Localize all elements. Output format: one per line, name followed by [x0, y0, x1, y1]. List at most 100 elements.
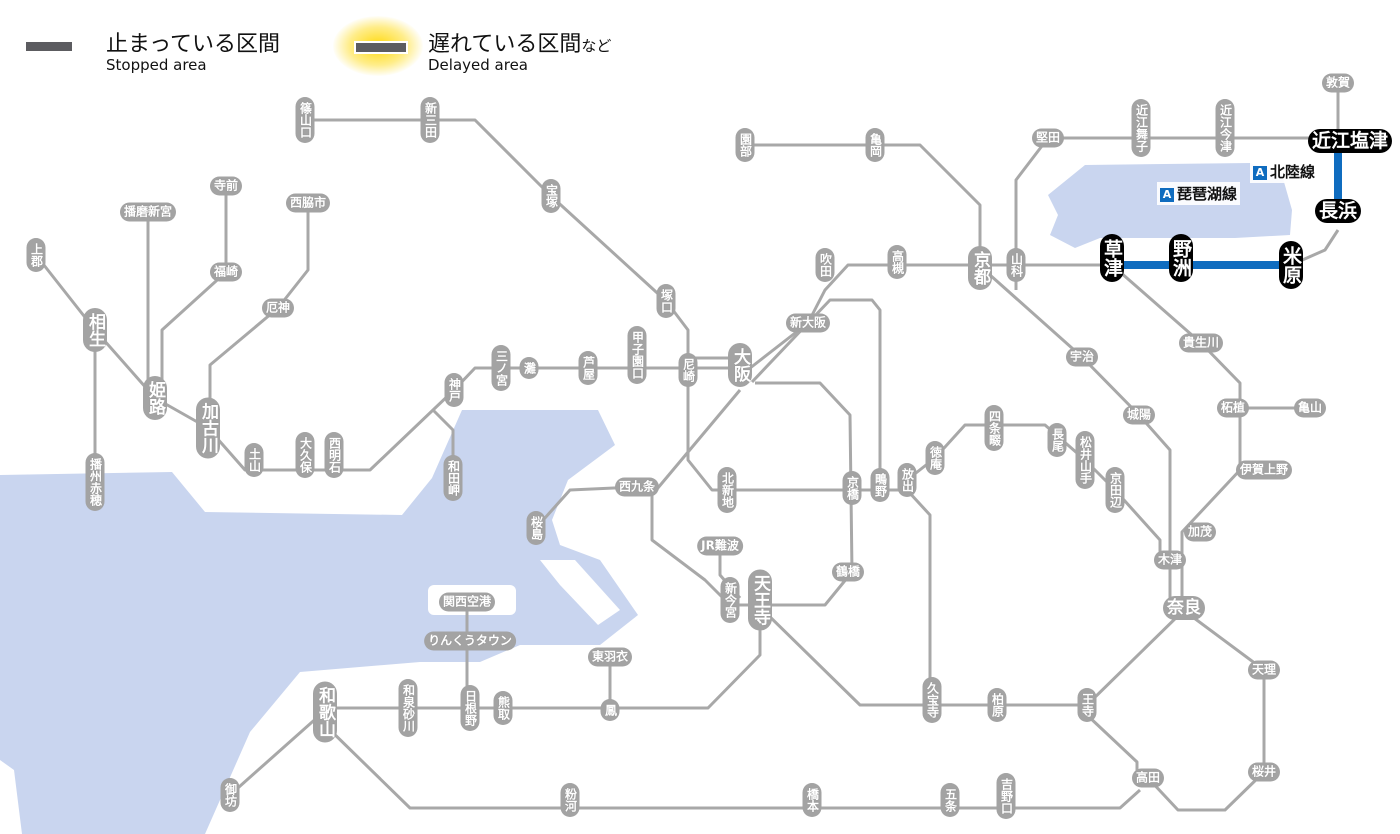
station-delayed[interactable]: 野洲 — [1169, 234, 1193, 282]
station-normal[interactable]: 塚口 — [656, 284, 676, 318]
station-normal[interactable]: 木津 — [1153, 550, 1187, 570]
station-normal[interactable]: 天理 — [1247, 660, 1281, 680]
stopped-label-jp: 止まっている区間 — [106, 32, 281, 57]
station-normal[interactable]: 貴生川 — [1178, 333, 1224, 353]
station-normal[interactable]: 熊取 — [493, 691, 513, 725]
rail-line — [534, 485, 638, 530]
station-delayed[interactable]: 米原 — [1279, 241, 1303, 289]
station-normal[interactable]: 灘 — [519, 357, 539, 379]
legend: 止まっている区間 Stopped area 遅れている区間など Delayed … — [0, 16, 700, 86]
station-normal[interactable]: 甲子園口 — [627, 326, 647, 384]
line-badge-icon: A — [1160, 188, 1174, 202]
station-normal[interactable]: 和田岬 — [443, 455, 463, 501]
station-normal[interactable]: 敦賀 — [1321, 73, 1355, 93]
station-normal[interactable]: 新大阪 — [785, 313, 831, 333]
station-normal[interactable]: 山科 — [1006, 248, 1026, 282]
station-normal[interactable]: 日根野 — [460, 685, 480, 731]
station-normal[interactable]: 京田辺 — [1105, 467, 1125, 513]
station-normal[interactable]: 東羽衣 — [587, 647, 633, 667]
station-normal[interactable]: 京都 — [968, 246, 992, 290]
station-normal[interactable]: 芦屋 — [578, 351, 598, 385]
station-normal[interactable]: 西九条 — [614, 477, 660, 497]
station-normal[interactable]: 五条 — [940, 783, 960, 817]
station-normal[interactable]: 近江今津 — [1215, 99, 1235, 157]
station-normal[interactable]: 福崎 — [209, 262, 243, 282]
rail-line — [1146, 613, 1266, 812]
station-normal[interactable]: 粉河 — [560, 783, 580, 817]
station-delayed[interactable]: 長浜 — [1314, 199, 1362, 223]
station-normal[interactable]: 寺前 — [209, 176, 243, 196]
stopped-label-en: Stopped area — [106, 56, 207, 74]
station-normal[interactable]: 姫路 — [143, 376, 167, 420]
station-normal[interactable]: 園部 — [735, 128, 755, 162]
rail-line — [323, 723, 1142, 810]
station-normal[interactable]: 尼崎 — [678, 353, 698, 387]
rail-line — [325, 620, 762, 710]
station-normal[interactable]: 和泉砂川 — [398, 679, 418, 737]
station-normal[interactable]: 桜島 — [526, 511, 546, 545]
station-normal[interactable]: 相生 — [83, 308, 107, 352]
station-normal[interactable]: 新今宮 — [720, 577, 740, 623]
station-normal[interactable]: 加古川 — [196, 397, 220, 459]
station-normal[interactable]: 吉野口 — [996, 773, 1016, 819]
station-normal[interactable]: 神戸 — [444, 373, 464, 407]
station-normal[interactable]: 御坊 — [220, 778, 240, 812]
station-normal[interactable]: 宇治 — [1065, 347, 1099, 367]
station-normal[interactable]: 厄神 — [261, 298, 295, 318]
station-normal[interactable]: 近江舞子 — [1131, 99, 1151, 157]
station-normal[interactable]: 長尾 — [1047, 423, 1067, 457]
delayed-label-suffix: など — [581, 37, 612, 55]
station-normal[interactable]: 京橋 — [842, 471, 862, 505]
station-normal[interactable]: 大阪 — [728, 343, 752, 387]
station-delayed[interactable]: 近江塩津 — [1307, 129, 1393, 153]
station-normal[interactable]: 篠山口 — [295, 97, 315, 143]
station-normal[interactable]: 関西空港 — [438, 592, 496, 612]
rail-line — [905, 488, 932, 700]
station-normal[interactable]: 新三田 — [420, 97, 440, 143]
station-normal[interactable]: 橋本 — [802, 783, 822, 817]
station-normal[interactable]: 北新地 — [717, 467, 737, 513]
station-normal[interactable]: 高田 — [1131, 768, 1165, 788]
station-normal[interactable]: 亀山 — [1293, 398, 1327, 418]
station-normal[interactable]: 播州赤穂 — [85, 453, 105, 511]
station-normal[interactable]: 宝塚 — [541, 179, 561, 213]
station-normal[interactable]: 土山 — [244, 443, 264, 477]
station-normal[interactable]: 徳庵 — [925, 441, 945, 475]
station-normal[interactable]: 柘植 — [1216, 398, 1250, 418]
rail-line — [1111, 263, 1242, 608]
station-normal[interactable]: 三ノ宮 — [491, 345, 511, 391]
station-normal[interactable]: りんくうタウン — [424, 631, 516, 651]
station-normal[interactable]: 伊賀上野 — [1235, 460, 1293, 480]
delayed-label-main: 遅れている区間 — [428, 32, 582, 57]
station-normal[interactable]: 堅田 — [1031, 128, 1065, 148]
line-name: 北陸線 — [1270, 163, 1316, 181]
station-normal[interactable]: 大久保 — [295, 432, 315, 478]
station-normal[interactable]: 奈良 — [1163, 596, 1205, 620]
station-normal[interactable]: 播磨新宮 — [119, 202, 177, 222]
rail-line — [1014, 136, 1350, 290]
station-normal[interactable]: JR難波 — [697, 536, 743, 556]
station-normal[interactable]: 鴫野 — [870, 468, 890, 502]
station-normal[interactable]: 上郡 — [26, 238, 46, 272]
station-normal[interactable]: 城陽 — [1122, 405, 1156, 425]
station-normal[interactable]: 放出 — [897, 463, 917, 497]
station-delayed[interactable]: 草津 — [1100, 234, 1124, 282]
station-normal[interactable]: 王寺 — [1077, 688, 1097, 722]
station-normal[interactable]: 加茂 — [1183, 522, 1217, 542]
station-normal[interactable]: 亀岡 — [865, 128, 885, 162]
station-normal[interactable]: 天王寺 — [748, 569, 772, 631]
station-normal[interactable]: 久宝寺 — [922, 677, 942, 723]
station-normal[interactable]: 柏原 — [987, 688, 1007, 722]
station-normal[interactable]: 高槻 — [887, 245, 907, 279]
station-normal[interactable]: 鳳 — [600, 699, 620, 721]
station-normal[interactable]: 桜井 — [1247, 762, 1281, 782]
station-normal[interactable]: 吹田 — [815, 248, 835, 282]
station-normal[interactable]: 西脇市 — [285, 193, 331, 213]
station-normal[interactable]: 西明石 — [324, 432, 344, 478]
station-normal[interactable]: 和歌山 — [313, 681, 337, 743]
station-normal[interactable]: 鶴橋 — [831, 562, 865, 582]
station-normal[interactable]: 松井山手 — [1075, 431, 1095, 489]
station-normal[interactable]: 四条畷 — [984, 405, 1004, 451]
